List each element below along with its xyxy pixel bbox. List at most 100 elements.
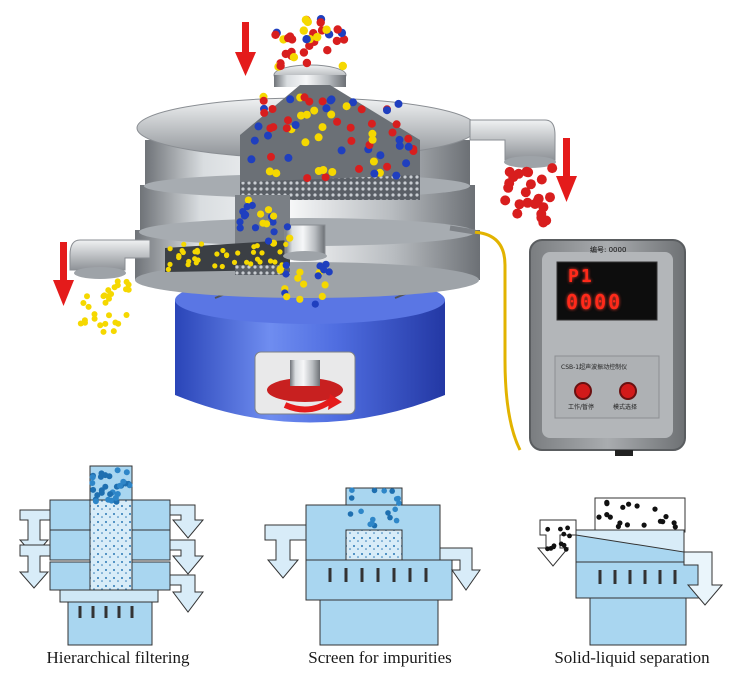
coarse-dot (120, 478, 127, 485)
caption-screen-for-impurities: Screen for impurities (308, 648, 452, 667)
feed-particle (323, 46, 332, 55)
sieve-particle (303, 174, 312, 183)
coarse-particle (512, 208, 523, 219)
middle-particle (257, 210, 265, 218)
solid-outlet-dot (565, 525, 570, 531)
coarse-particle (536, 212, 547, 223)
fine-particle (283, 241, 289, 247)
panel-particles (89, 467, 678, 552)
coarse-dot (123, 469, 130, 476)
coarse-particle (521, 166, 532, 177)
middle-outlet-particle (282, 261, 290, 269)
sieve-particle (247, 155, 256, 164)
sieve-particle (284, 116, 292, 125)
sieve-particle (349, 98, 357, 107)
coarse-particle (522, 197, 533, 208)
solid-dot (641, 522, 647, 528)
sieve-particle (368, 129, 377, 138)
solid-dot (663, 514, 669, 520)
sieve-particle (301, 138, 310, 147)
feed-particle (339, 35, 349, 44)
control-display-value: 0000 (566, 290, 623, 314)
fine-outlet-particle (114, 282, 121, 289)
fine-particle (198, 241, 205, 247)
solid-dot (634, 503, 640, 509)
coarse-dot (89, 474, 96, 481)
coarse-particle (547, 163, 558, 174)
fine-particle (167, 261, 173, 267)
middle-outlet-particle (283, 293, 291, 301)
fine-outlet-particle (112, 319, 119, 326)
feed-particle (271, 30, 280, 39)
middle-outlet-particle (282, 270, 290, 278)
middle-particle (236, 224, 244, 232)
coarse-dot (105, 496, 112, 503)
fine-particle (259, 250, 265, 256)
fine-particle (277, 249, 283, 255)
solid-dot (604, 511, 610, 518)
sieve-particle (357, 105, 366, 114)
sieve-particle (314, 133, 323, 142)
sieve-particle (333, 117, 342, 126)
fine-particle (254, 243, 260, 249)
fine-particle (250, 249, 257, 255)
coarse-particle (504, 166, 515, 177)
sieve-particle (265, 167, 274, 176)
sieve-particle (286, 95, 295, 104)
sieve-particle (355, 164, 363, 173)
caption-hierarchical-filtering: Hierarchical filtering (46, 648, 190, 667)
sieve-particle (404, 134, 413, 143)
sieve-particle (268, 105, 277, 113)
sieve-particle (347, 136, 356, 145)
fine-outlet-particle (91, 315, 98, 322)
work-pause-button-label: 工作/暂停 (568, 404, 595, 411)
feed-particle (289, 53, 299, 62)
solid-dot (620, 504, 626, 510)
fine-particle (220, 247, 226, 254)
coarse-particle (530, 199, 540, 209)
middle-discharge-spout (283, 224, 327, 261)
middle-particle (264, 237, 273, 245)
sieve-particle (394, 99, 403, 108)
impurity-dot (387, 514, 393, 521)
solid-outlet-dot (545, 526, 551, 532)
fine-outlet-particle (97, 322, 104, 329)
middle-particle (270, 212, 278, 220)
middle-outlet-particle (318, 292, 326, 300)
impurity-dot (396, 500, 402, 507)
coarse-particle (520, 187, 531, 198)
solid-outlet-dot (545, 546, 550, 552)
arrow-feed-inlet (235, 22, 256, 76)
feed-particle (299, 48, 309, 57)
fine-outlet-particle (102, 299, 109, 306)
sieve-particle (392, 171, 401, 180)
control-cable (469, 230, 522, 451)
caption-solid-liquid-separation: Solid-liquid separation (554, 648, 710, 667)
sieve-particle (342, 102, 351, 111)
middle-outlet-particle (320, 266, 328, 274)
sieve-particle (376, 151, 385, 160)
sieve-particle (297, 111, 305, 120)
sieve-particle (346, 123, 355, 132)
fine-particle (244, 259, 250, 265)
fine-particle (180, 249, 186, 256)
solid-dot (604, 501, 610, 507)
middle-particle (242, 211, 250, 219)
fine-outlet-particle (110, 328, 117, 335)
middle-particle (244, 196, 252, 204)
solid-dot (672, 524, 678, 530)
middle-outlet-particle (294, 274, 302, 282)
solid-dot (615, 523, 622, 530)
feed-particle (338, 61, 347, 71)
coarse-dot (107, 491, 114, 498)
coarse-particle (536, 174, 547, 185)
middle-outlet-particle (276, 266, 284, 274)
solid-outlet-dot (561, 542, 567, 548)
sieve-particle (300, 93, 309, 102)
middle-particle (270, 228, 278, 236)
solid-dot (626, 501, 632, 507)
feed-particle (276, 61, 285, 71)
coarse-dot (94, 492, 101, 499)
fine-outlet-particle (84, 293, 90, 300)
